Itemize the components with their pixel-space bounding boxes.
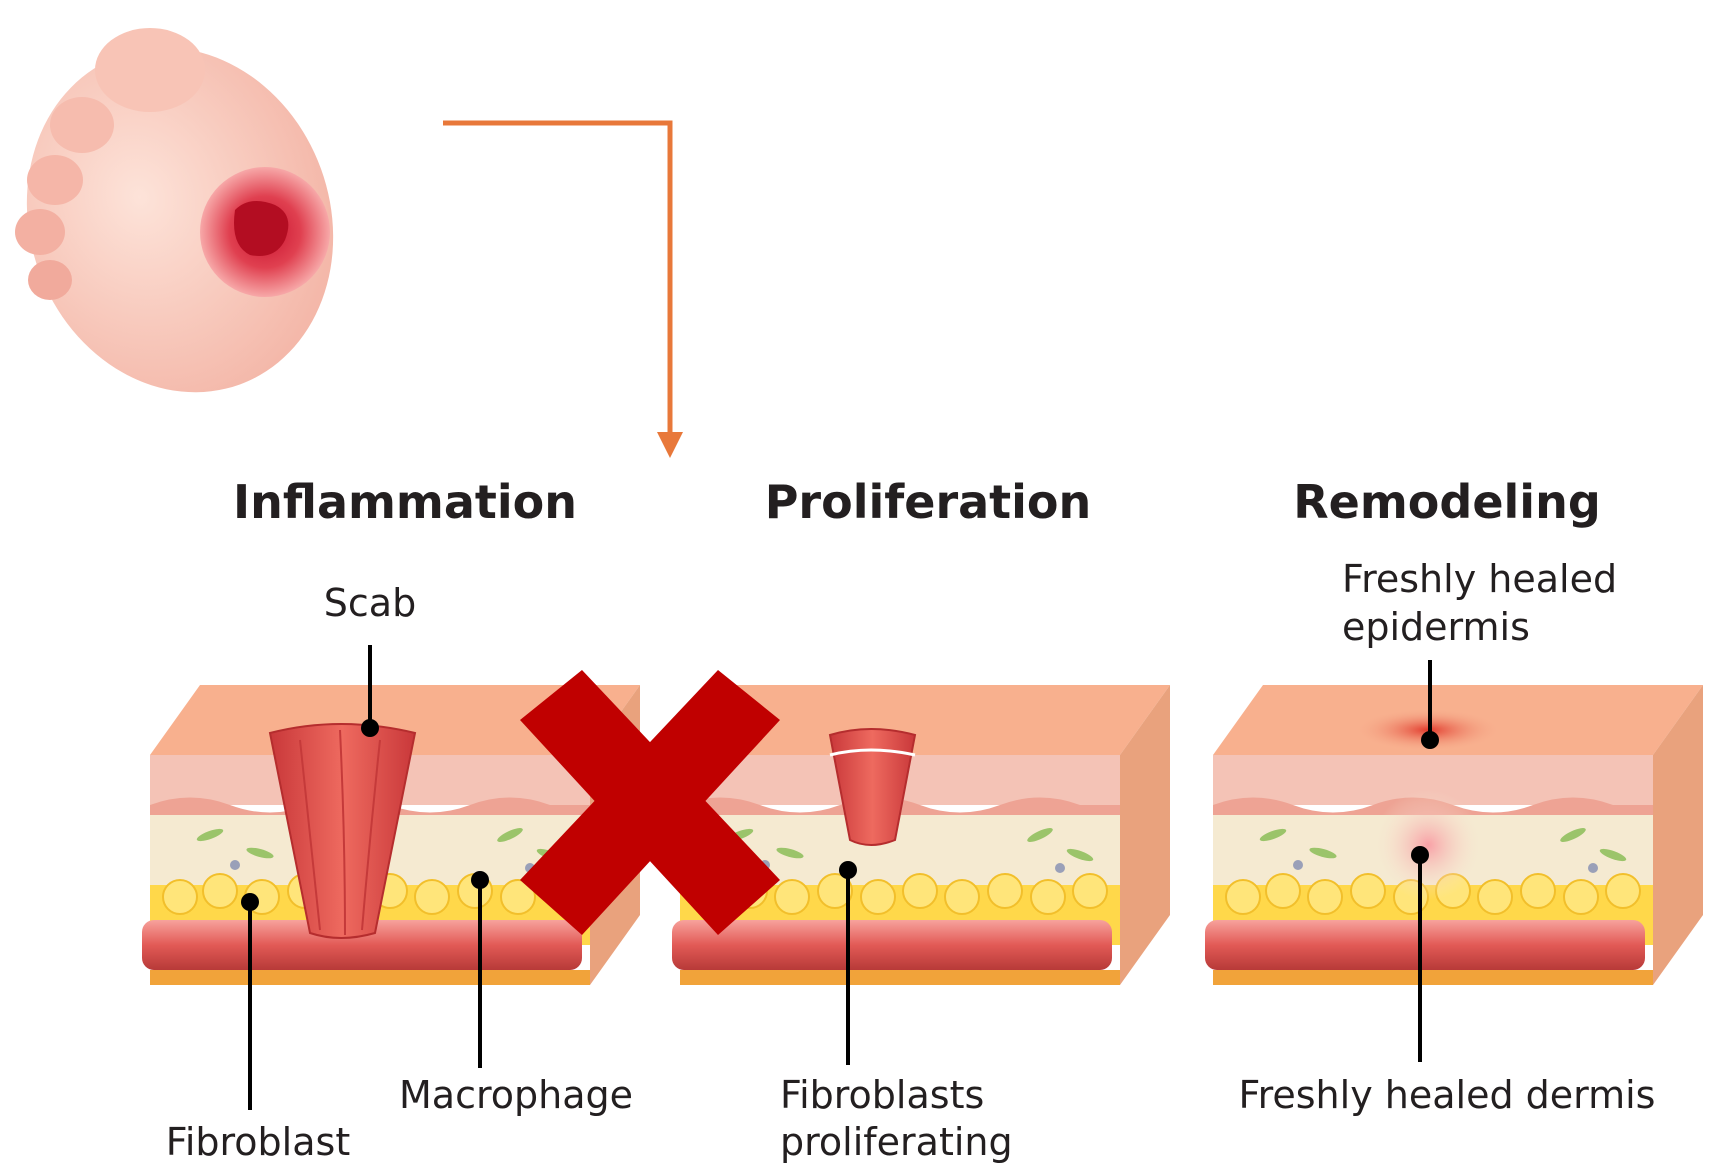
stage-title-remodeling: Remodeling [1293,475,1601,529]
label-scab: Scab [324,581,416,625]
label-freshly-healed-epidermis-line2: epidermis [1342,605,1530,649]
label-freshly-healed-dermis: Freshly healed dermis [1239,1073,1656,1117]
flow-arrow [443,123,683,458]
label-fibroblasts-proliferating-line2: proliferating [780,1120,1013,1164]
label-macrophage: Macrophage [399,1073,633,1117]
foot-ulcer-illustration [0,4,390,435]
label-freshly-healed-epidermis-line1: Freshly healed [1342,557,1617,601]
stage-title-proliferation: Proliferation [765,475,1092,529]
label-fibroblast: Fibroblast [166,1120,350,1164]
remodeling-skin-block [1205,685,1703,985]
stage-title-inflammation: Inflammation [233,475,577,529]
label-fibroblasts-proliferating-line1: Fibroblasts [780,1073,984,1117]
